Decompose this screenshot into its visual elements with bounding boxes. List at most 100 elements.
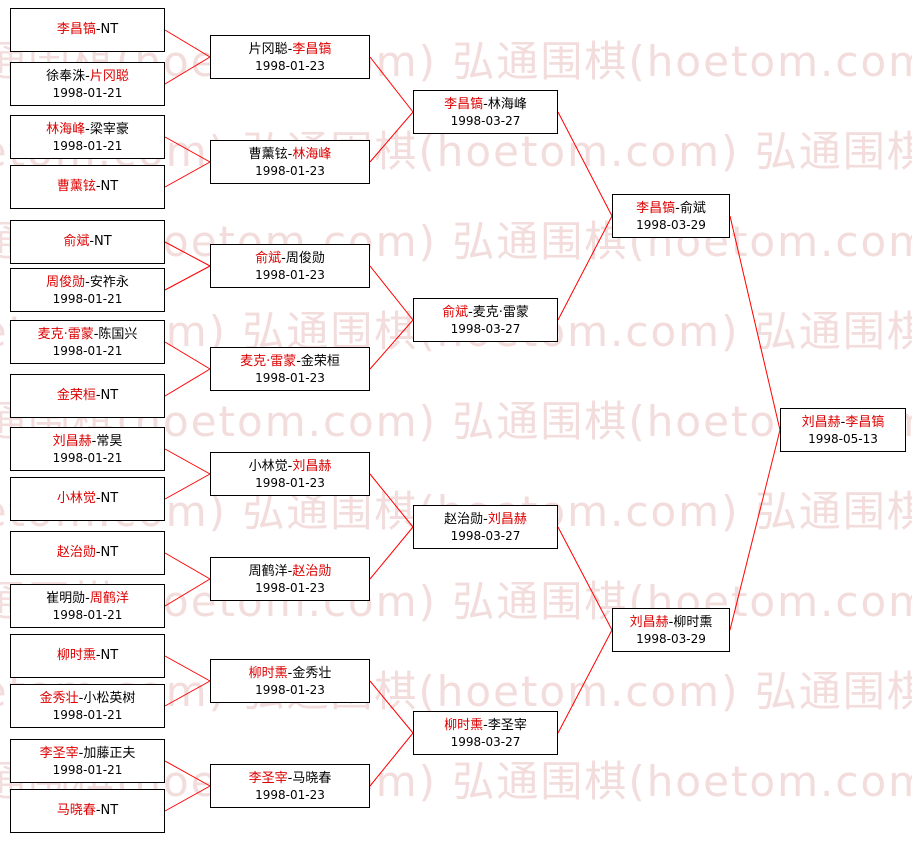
match-date: 1998-03-27 <box>450 113 521 128</box>
match-box: 俞斌-NT <box>10 220 165 264</box>
winner-name: 李圣宰 <box>248 770 288 786</box>
match-date: 1998-01-21 <box>52 450 123 465</box>
match-players: 俞斌-麦克·雷蒙 <box>442 304 529 322</box>
match-players: 刘昌赫-柳时熏 <box>630 614 713 632</box>
winner-name: 李昌镐 <box>444 96 484 112</box>
match-date: 1998-03-29 <box>636 217 706 232</box>
match-players: 俞斌-周俊勋 <box>255 250 325 268</box>
winner-name: 刘昌赫 <box>292 458 332 474</box>
player-text: -俞斌 <box>675 200 706 216</box>
match-players: 刘昌赫-李昌镐 <box>802 414 885 432</box>
player-text: -NT <box>95 491 119 506</box>
match-players: 俞斌-NT <box>63 233 111 251</box>
match-date: 1998-01-21 <box>52 291 123 306</box>
winner-name: 刘昌赫 <box>52 433 92 449</box>
match-players: 柳时熏-李圣宰 <box>444 717 527 735</box>
player-text: - <box>840 414 846 430</box>
player-text: -梁宰豪 <box>85 121 129 137</box>
player-text: -林海峰 <box>483 96 527 112</box>
match-players: 李昌镐-NT <box>57 21 118 39</box>
match-players: 林海峰-梁宰豪 <box>46 121 129 139</box>
player-text: -NT <box>95 22 119 37</box>
winner-name: 柳时熏 <box>248 665 288 681</box>
winner-name: 麦克·雷蒙 <box>37 326 94 342</box>
match-players: 小林觉-NT <box>57 490 118 508</box>
player-text: -麦克·雷蒙 <box>468 304 529 320</box>
match-players: 柳时熏-金秀壮 <box>249 665 332 683</box>
player-text: -陈国兴 <box>93 326 138 342</box>
match-date: 1998-01-23 <box>255 267 325 282</box>
winner-name: 马晓春 <box>56 803 96 818</box>
player-text: 崔明勋- <box>46 590 90 606</box>
match-date: 1998-03-29 <box>636 631 706 646</box>
player-text: 周鹤洋- <box>248 563 293 579</box>
match-players: 曹薰铉-NT <box>57 178 118 196</box>
match-box: 曹薰铉-NT <box>10 165 165 209</box>
winner-name: 俞斌 <box>442 304 469 320</box>
match-date: 1998-01-21 <box>52 707 123 722</box>
match-players: 李昌镐-俞斌 <box>636 200 706 218</box>
match-players: 刘昌赫-常昊 <box>53 433 123 451</box>
match-players: 周鹤洋-赵治勋 <box>249 563 332 581</box>
match-date: 1998-01-23 <box>255 58 325 73</box>
match-players: 赵治勋-NT <box>57 544 118 562</box>
match-date: 1998-01-21 <box>52 762 123 777</box>
match-date: 1998-01-21 <box>52 343 123 358</box>
winner-name: 周俊勋 <box>46 274 86 290</box>
match-box: 金荣桓-NT <box>10 374 165 418</box>
match-box: 柳时熏-NT <box>10 634 165 678</box>
player-text: -安祚永 <box>85 274 129 290</box>
match-date: 1998-03-27 <box>450 528 521 543</box>
player-text: -柳时熏 <box>668 614 713 630</box>
match-date: 1998-01-23 <box>255 787 325 802</box>
match-players: 金荣桓-NT <box>57 387 118 405</box>
winner-name: 周鹤洋 <box>89 590 129 606</box>
winner-name: 赵治勋 <box>292 563 332 579</box>
winner-name: 李昌镐 <box>56 22 96 37</box>
match-date: 1998-01-23 <box>255 370 325 385</box>
player-text: -NT <box>95 803 119 818</box>
match-date: 1998-01-23 <box>255 475 325 490</box>
player-text: -金秀壮 <box>287 665 332 681</box>
winner-name: 柳时熏 <box>444 717 484 733</box>
match-players: 马晓春-NT <box>57 802 118 820</box>
player-text: -李圣宰 <box>483 717 527 733</box>
player-text: -周俊勋 <box>281 250 325 266</box>
match-players: 柳时熏-NT <box>57 647 118 665</box>
match-box: 李昌镐-NT <box>10 8 165 52</box>
match-players: 徐奉洙-片冈聪 <box>46 68 129 86</box>
match-players: 曹薰铉-林海峰 <box>249 146 332 164</box>
player-text: -加藤正夫 <box>78 745 136 761</box>
winner-name: 俞斌 <box>63 234 90 249</box>
winner-name: 刘昌赫 <box>801 414 841 430</box>
winner-name: 麦克·雷蒙 <box>240 353 297 369</box>
match-players: 李圣宰-加藤正夫 <box>40 745 136 763</box>
player-text: -NT <box>89 234 112 249</box>
match-box: 马晓春-NT <box>10 789 165 833</box>
winner-name: 曹薰铉 <box>56 179 96 194</box>
winner-name: 李圣宰 <box>39 745 79 761</box>
winner-name: 刘昌赫 <box>629 614 669 630</box>
player-text: 片冈聪- <box>248 41 293 57</box>
winner-name: 柳时熏 <box>56 648 96 663</box>
match-players: 赵治勋-刘昌赫 <box>444 511 527 529</box>
winner-name: 李昌镐 <box>292 41 332 57</box>
winner-name: 小林觉 <box>56 491 96 506</box>
